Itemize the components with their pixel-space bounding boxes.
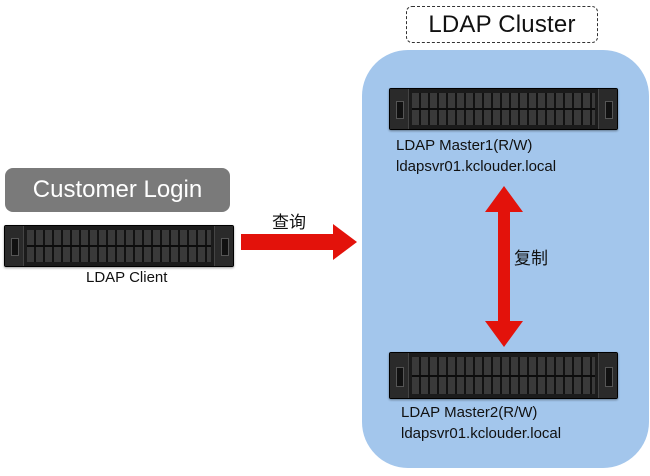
- ldap-master2-server: [389, 352, 618, 399]
- replicate-label: 复制: [514, 249, 548, 268]
- replicate-arrow: [485, 186, 523, 347]
- customer-login-tag: Customer Login: [5, 168, 230, 212]
- ldap-master1-server: [389, 88, 618, 130]
- cluster-title: LDAP Cluster: [406, 6, 598, 43]
- master2-name: LDAP Master2(R/W): [401, 404, 538, 421]
- master2-host: ldapsvr01.kclouder.local: [401, 425, 562, 442]
- master1-name: LDAP Master1(R/W): [396, 137, 533, 154]
- query-label: 查询: [272, 213, 306, 232]
- ldap-client-server: [4, 225, 234, 267]
- query-arrow: [241, 224, 357, 260]
- ldap-client-label: LDAP Client: [86, 269, 168, 286]
- master1-host: ldapsvr01.kclouder.local: [396, 158, 557, 175]
